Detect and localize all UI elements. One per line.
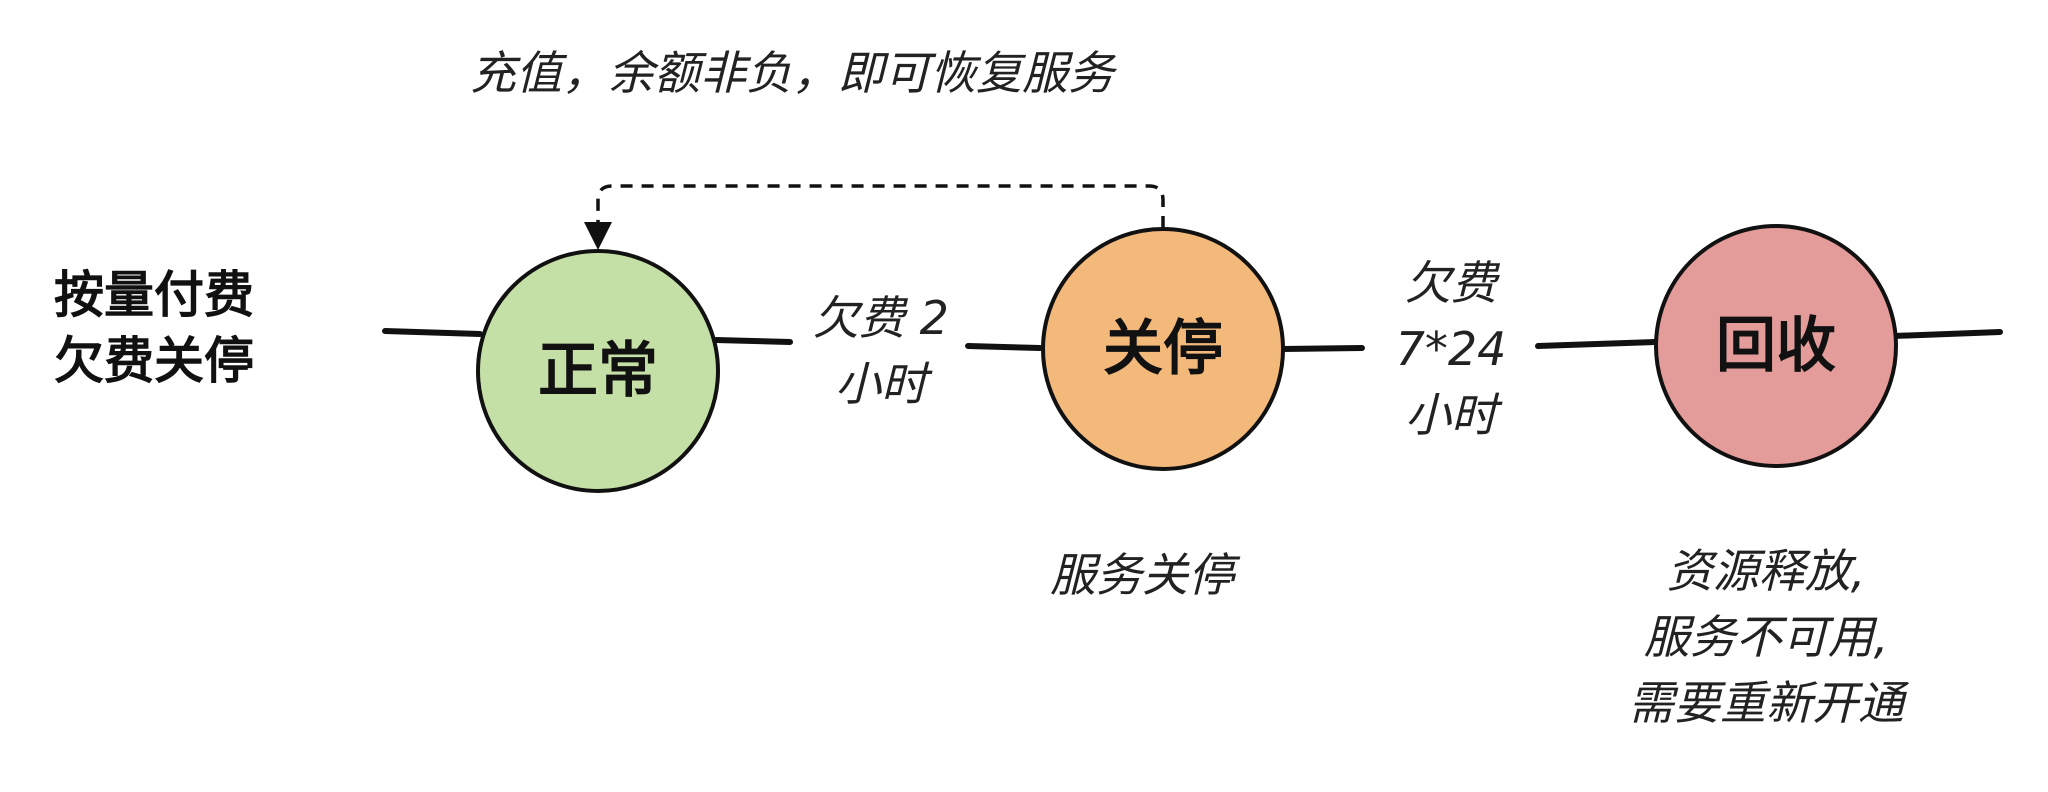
transition-to-stopped-line1: 欠费 2 <box>813 291 949 345</box>
timeline-segment-start <box>382 328 483 337</box>
policy-label-line1: 按量付费 <box>54 266 254 324</box>
timeline-segment-stopped-out <box>1279 345 1365 352</box>
reclaimed-note-line3: 需要重新开通 <box>1628 676 1904 730</box>
timeline-segment-normal-out <box>713 337 793 345</box>
recovery-note: 充值，余额非负，即可恢复服务 <box>470 46 1114 100</box>
reclaimed-note-line2: 服务不可用, <box>1643 610 1889 664</box>
state-stopped-circle <box>1041 227 1285 471</box>
stopped-note: 服务关停 <box>1050 548 1234 602</box>
transition-to-reclaimed-label: 欠费 7*24 小时 <box>1381 250 1521 448</box>
reclaimed-note: 资源释放, 服务不可用, 需要重新开通 <box>1596 538 1936 736</box>
transition-to-stopped-label: 欠费 2 小时 <box>796 285 966 417</box>
transition-to-stopped-line2: 小时 <box>835 357 927 411</box>
reclaimed-note-line1: 资源释放, <box>1666 544 1866 598</box>
state-reclaimed-circle <box>1654 224 1898 468</box>
state-normal-circle <box>476 249 720 493</box>
transition-to-reclaimed-line3: 小时 <box>1405 388 1497 442</box>
transition-to-reclaimed-line1: 欠费 <box>1405 256 1497 310</box>
policy-label-line2: 欠费关停 <box>54 332 254 390</box>
state-normal-label: 正常 <box>538 336 658 406</box>
state-reclaimed-label: 回收 <box>1716 311 1836 381</box>
policy-label: 按量付费 欠费关停 <box>54 262 254 394</box>
transition-to-reclaimed-line2: 7*24 <box>1395 322 1507 376</box>
timeline-segment-end <box>1891 329 2003 339</box>
recovery-arrow <box>596 184 1165 228</box>
recovery-arrowhead <box>584 222 612 250</box>
timeline-segment-reclaimed-in <box>1535 339 1657 349</box>
timeline-segment-stopped-in <box>965 343 1043 351</box>
state-stopped-label: 关停 <box>1103 314 1223 384</box>
